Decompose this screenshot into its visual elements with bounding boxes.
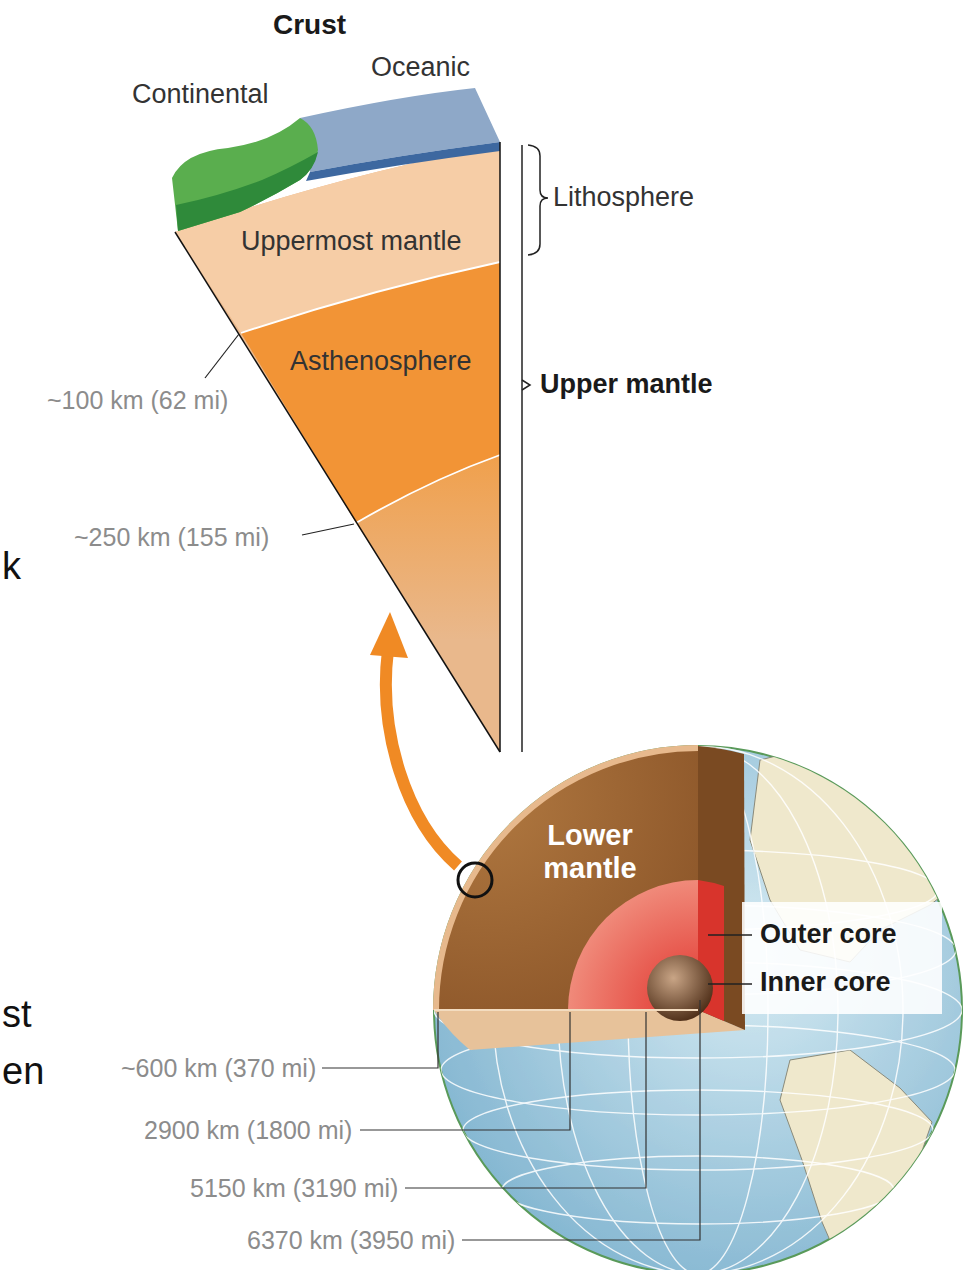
bracket-label: Lithosphere: [553, 182, 694, 213]
leader-line: [708, 983, 752, 984]
part-label: Oceanic: [371, 52, 470, 83]
layer-label: Outer core: [760, 919, 897, 950]
layer-label: Inner core: [760, 967, 891, 998]
boundary-line: [241, 262, 500, 333]
leader-line: [360, 1012, 570, 1130]
cut-edge: [434, 1009, 698, 1011]
text-fragment: en: [2, 1050, 44, 1094]
zoom-arrowhead: [370, 612, 408, 658]
upper-mantle-bracket: [522, 380, 530, 390]
depth-label: ~250 km (155 mi): [74, 523, 269, 552]
leader-line: [322, 1012, 438, 1068]
continental-crust: [172, 118, 318, 231]
layer-label: Lower mantle: [520, 819, 660, 886]
depth-label: 6370 km (3950 mi): [247, 1226, 455, 1255]
depth-label: ~600 km (370 mi): [121, 1054, 316, 1083]
part-label: Continental: [132, 79, 269, 110]
wedge-edge: [175, 232, 500, 752]
core-label-panel: [742, 902, 942, 1014]
layer-label: Uppermost mantle: [241, 226, 462, 257]
globe-surface: [434, 745, 962, 1270]
globe-ocean: [434, 746, 962, 1270]
section-title: Crust: [273, 9, 346, 41]
inner-core: [647, 955, 713, 1021]
magnify-circle: [458, 863, 492, 897]
text-fragment: st: [2, 993, 32, 1037]
depth-bar: [521, 145, 523, 752]
lower-upper-mantle: [175, 145, 500, 752]
cut-floor: [434, 1010, 745, 1050]
continental-crust-root: [176, 152, 318, 231]
graticule: [434, 746, 962, 1270]
leader-line: [462, 1000, 700, 1240]
leader-line: [405, 1012, 646, 1188]
leader-line: [302, 524, 354, 535]
oceanic-crust-band: [306, 142, 500, 181]
zoom-arrow: [386, 650, 458, 866]
wedge-edge: [499, 142, 501, 752]
boundary-line: [356, 455, 500, 523]
text-fragment: k: [2, 545, 21, 589]
leader-line: [708, 934, 752, 935]
bracket-label: Upper mantle: [540, 369, 713, 400]
leader-line: [205, 334, 239, 378]
layer-label: Asthenosphere: [290, 346, 472, 377]
depth-label: 5150 km (3190 mi): [190, 1174, 398, 1203]
depth-label: 2900 km (1800 mi): [144, 1116, 352, 1145]
lithosphere-bracket: [528, 145, 548, 255]
depth-label: ~100 km (62 mi): [47, 386, 228, 415]
